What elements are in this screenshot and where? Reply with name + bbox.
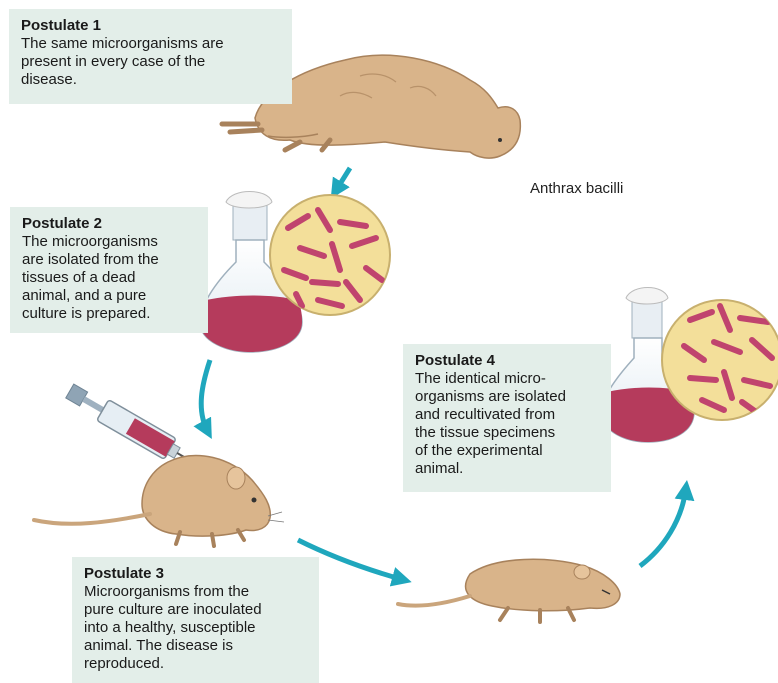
arrow-1-to-2 bbox=[335, 168, 350, 192]
healthy-mouse-icon bbox=[34, 456, 284, 546]
postulate-4-title: Postulate 4 bbox=[415, 352, 601, 370]
postulate-3-box: Postulate 3 Microorganisms from the pure… bbox=[72, 557, 319, 683]
postulate-1-title: Postulate 1 bbox=[21, 17, 282, 35]
postulate-2-box: Postulate 2 The microorganisms are isola… bbox=[10, 207, 208, 333]
postulate-3-text: Microorganisms from the pure culture are… bbox=[84, 583, 309, 673]
postulate-2-text: The microorganisms are isolated from the… bbox=[22, 233, 198, 323]
anthrax-bacilli-label: Anthrax bacilli bbox=[530, 180, 623, 197]
dead-mouse-icon bbox=[398, 559, 620, 622]
postulate-4-text: The identical micro- organisms are isola… bbox=[415, 370, 601, 478]
postulate-3-title: Postulate 3 bbox=[84, 565, 309, 583]
bacilli-circle-icon bbox=[662, 300, 778, 420]
arrow-4-to-postulate-4 bbox=[640, 488, 686, 566]
postulate-2-title: Postulate 2 bbox=[22, 215, 198, 233]
bacilli-circle-icon bbox=[270, 195, 390, 315]
postulate-1-text: The same microorganisms are present in e… bbox=[21, 35, 282, 89]
postulate-4-box: Postulate 4 The identical micro- organis… bbox=[403, 344, 611, 492]
postulate-1-box: Postulate 1 The same microorganisms are … bbox=[9, 9, 292, 104]
arrow-2-to-3 bbox=[201, 360, 210, 432]
